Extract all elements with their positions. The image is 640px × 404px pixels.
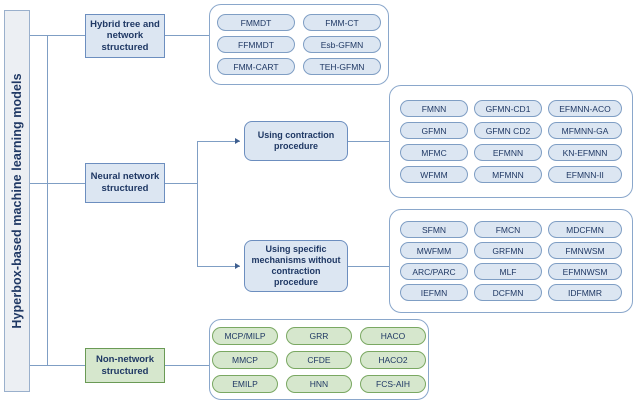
leaf-node-arc-parc[interactable]: ARC/PARC xyxy=(400,263,468,280)
connector-neural-split-vertical xyxy=(197,141,198,266)
connector-neural-to-contraction xyxy=(197,141,240,142)
category-box-neural-network-structured[interactable]: Neural network structured xyxy=(85,163,165,203)
arrowhead-specific xyxy=(235,262,240,269)
leaf-node-mmcp[interactable]: MMCP xyxy=(212,350,278,369)
leaf-node-iefmn[interactable]: IEFMN xyxy=(400,284,468,301)
leaf-node-mwfmm[interactable]: MWFMM xyxy=(400,242,468,259)
leaf-node-gfmn-cd2[interactable]: GFMN CD2 xyxy=(474,122,542,139)
leaf-node-gfmn[interactable]: GFMN xyxy=(400,122,468,139)
leaf-node-wfmm[interactable]: WFMM xyxy=(400,166,468,183)
leaf-node-mcp-milp[interactable]: MCP/MILP xyxy=(212,326,278,345)
connector-neural-out xyxy=(165,183,197,184)
leaf-group-contraction: FMNN GFMN-CD1 EFMNN-ACO GFMN GFMN CD2 MFMNN-G… xyxy=(389,85,633,198)
leaf-node-fmm-cart[interactable]: FMM-CART xyxy=(217,58,295,75)
subcategory-box-using-contraction-procedure[interactable]: Using contraction procedure xyxy=(244,121,348,161)
connector-neural-to-specific xyxy=(197,266,240,267)
arrowhead-contraction xyxy=(235,137,240,144)
category-box-hybrid-tree-and-network-structured[interactable]: Hybrid tree and network structured xyxy=(85,14,165,58)
leaf-node-fmcn[interactable]: FMCN xyxy=(474,221,542,238)
leaf-group-contraction-grid: FMNN GFMN-CD1 EFMNN-ACO GFMN GFMN CD2 MFMNN-G… xyxy=(390,86,632,197)
leaf-node-hnn[interactable]: HNN xyxy=(286,374,352,393)
leaf-group-hybrid: FMMDT FMM-CT FFMMDT Esb-GFMN FMM-CART TEH-GFM… xyxy=(209,4,389,85)
branch-line-hybrid xyxy=(30,35,85,36)
leaf-node-efmnn-aco[interactable]: EFMNN-ACO xyxy=(548,100,622,117)
leaf-node-sfmn[interactable]: SFMN xyxy=(400,221,468,238)
subcategory-box-using-specific-mechanisms[interactable]: Using specific mechanisms without contra… xyxy=(244,240,348,292)
branch-line-neural xyxy=(30,183,85,184)
leaf-node-mlf[interactable]: MLF xyxy=(474,263,542,280)
leaf-node-efmnwsm[interactable]: EFMNWSM xyxy=(548,263,622,280)
leaf-group-hybrid-grid: FMMDT FMM-CT FFMMDT Esb-GFMN FMM-CART TEH-GFM… xyxy=(210,5,388,84)
leaf-node-kn-efmnn[interactable]: KN-EFMNN xyxy=(548,144,622,161)
leaf-node-mfmnn-ga[interactable]: MFMNN-GA xyxy=(548,122,622,139)
leaf-group-specific: SFMN FMCN MDCFMN MWFMM GRFMN FMNWSM ARC/PARC ML… xyxy=(389,209,633,313)
subcategory-label-specific: Using specific mechanisms without contra… xyxy=(251,243,341,288)
branch-line-nonnetwork xyxy=(30,365,85,366)
root-node-label: Hyperbox-based machine learning models xyxy=(10,73,24,329)
leaf-node-haco[interactable]: HACO xyxy=(360,326,426,345)
leaf-node-idfmmr[interactable]: IDFMMR xyxy=(548,284,622,301)
subcategory-label-contraction: Using contraction procedure xyxy=(257,129,335,151)
leaf-node-dcfmn[interactable]: DCFMN xyxy=(474,284,542,301)
leaf-node-emilp[interactable]: EMILP xyxy=(212,374,278,393)
root-node-hyperbox-models: Hyperbox-based machine learning models xyxy=(4,10,30,392)
leaf-node-teh-gfmn[interactable]: TEH-GFMN xyxy=(303,58,381,75)
category-label-neural: Neural network structured xyxy=(90,171,160,194)
trunk-line-vertical xyxy=(47,35,48,365)
category-box-non-network-structured[interactable]: Non-network structured xyxy=(85,348,165,383)
leaf-node-esb-gfmn[interactable]: Esb-GFMN xyxy=(303,36,381,53)
category-label-nonnetwork: Non-network structured xyxy=(95,353,155,377)
leaf-node-cfde[interactable]: CFDE xyxy=(286,350,352,369)
leaf-node-grfmn[interactable]: GRFMN xyxy=(474,242,542,259)
connector-specific-to-group xyxy=(348,266,390,267)
leaf-node-fmnwsm[interactable]: FMNWSM xyxy=(548,242,622,259)
category-label-hybrid: Hybrid tree and network structured xyxy=(90,18,160,53)
leaf-node-fcs-aih[interactable]: FCS-AIH xyxy=(360,374,426,393)
leaf-node-grr[interactable]: GRR xyxy=(286,326,352,345)
connector-contraction-to-group xyxy=(348,141,390,142)
leaf-node-fmnn[interactable]: FMNN xyxy=(400,100,468,117)
connector-hybrid-to-group xyxy=(165,35,210,36)
leaf-node-fmm-ct[interactable]: FMM-CT xyxy=(303,14,381,31)
leaf-node-mfmnn[interactable]: MFMNN xyxy=(474,166,542,183)
leaf-node-mdcfmn[interactable]: MDCFMN xyxy=(548,221,622,238)
leaf-node-ffmmdt[interactable]: FFMMDT xyxy=(217,36,295,53)
leaf-node-efmnn-ii[interactable]: EFMNN-II xyxy=(548,166,622,183)
connector-nonnetwork-to-group xyxy=(165,365,210,366)
leaf-node-haco2[interactable]: HACO2 xyxy=(360,350,426,369)
leaf-node-mfmc[interactable]: MFMC xyxy=(400,144,468,161)
leaf-node-fmmdt[interactable]: FMMDT xyxy=(217,14,295,31)
leaf-node-gfmn-cd1[interactable]: GFMN-CD1 xyxy=(474,100,542,117)
leaf-group-specific-grid: SFMN FMCN MDCFMN MWFMM GRFMN FMNWSM ARC/PARC ML… xyxy=(390,210,632,312)
leaf-node-efmnn[interactable]: EFMNN xyxy=(474,144,542,161)
